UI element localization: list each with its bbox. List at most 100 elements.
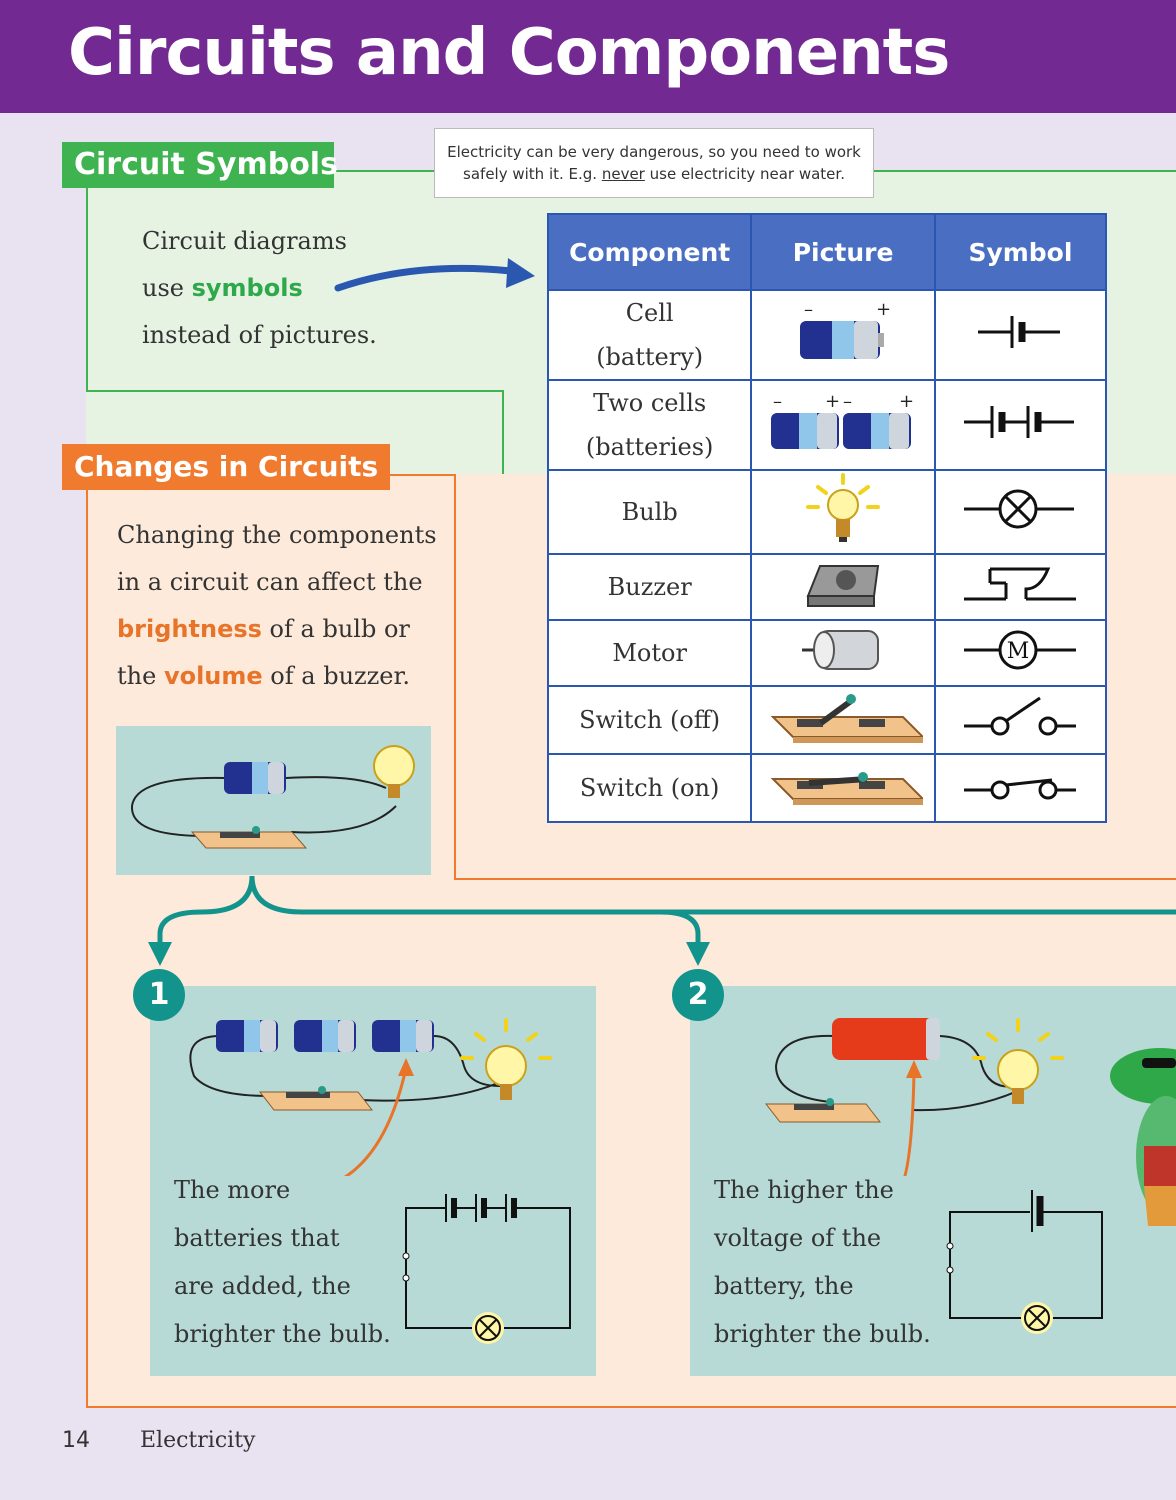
- warning-emphasis: never: [601, 165, 645, 183]
- cell-battery-icon: – +: [800, 299, 891, 359]
- base-circuit-picture: [116, 726, 431, 875]
- warning-text-b: use electricity near water.: [644, 165, 845, 183]
- three-cell-circuit-diagram: [402, 1194, 571, 1344]
- blue-arrow-icon: [334, 258, 535, 292]
- caption-line: brighter the bulb.: [714, 1320, 931, 1348]
- example2-panel: The higher the voltage of the battery, t…: [690, 986, 1176, 1376]
- safety-warning: Electricity can be very dangerous, so yo…: [434, 128, 874, 198]
- header-picture: Picture: [750, 213, 936, 291]
- warning-line1: Electricity can be very dangerous, so yo…: [447, 143, 861, 161]
- plus-sign: +: [876, 299, 891, 320]
- cell-battery-picture: – +: [750, 289, 936, 381]
- step-1-badge: 1: [133, 969, 185, 1021]
- components-table: Component Picture Symbol Cell (battery) …: [546, 213, 1108, 823]
- symbols-intro: Circuit diagrams use symbols instead of …: [142, 218, 377, 359]
- three-battery-circuit-icon: [189, 1018, 552, 1194]
- section-label: Electricity: [140, 1428, 256, 1453]
- orange-border-top: [390, 474, 456, 476]
- page-title: Circuits and Components: [68, 16, 950, 90]
- table-row: Buzzer: [546, 553, 1108, 621]
- bulb-icon: [806, 473, 881, 542]
- component-name: Buzzer: [546, 553, 753, 621]
- brightness-keyword: brightness: [117, 615, 262, 643]
- component-name: Switch (off): [546, 685, 753, 755]
- header-symbol: Symbol: [933, 213, 1108, 291]
- high-voltage-circuit-icon: [764, 1018, 1064, 1193]
- two-cells-symbol: [933, 379, 1108, 471]
- motor-icon: [802, 630, 880, 670]
- crocodile-mascot-icon: [1110, 1048, 1176, 1226]
- switch-on-symbol: [933, 753, 1108, 823]
- changes-heading: Changes in Circuits: [62, 444, 390, 490]
- changes-line4-text-b: of a buzzer.: [262, 662, 410, 690]
- table-row: Switch (on): [546, 753, 1108, 823]
- green-border-top-1: [334, 170, 434, 172]
- intro-line1: Circuit diagrams: [142, 227, 347, 255]
- motor-symbol-icon: M: [964, 630, 1077, 670]
- bulb-picture: [750, 469, 936, 555]
- changes-line3: brightness of a bulb or: [117, 606, 437, 653]
- green-border-left: [86, 170, 88, 392]
- changes-line4: the volume of a buzzer.: [117, 653, 437, 700]
- caption-line: are added, the: [174, 1272, 351, 1300]
- orange-border-step: [454, 878, 1176, 880]
- component-name: Two cells (batteries): [546, 379, 753, 471]
- switch-off-icon: [770, 694, 926, 743]
- component-name: Switch (on): [546, 753, 753, 823]
- intro-line3: instead of pictures.: [142, 321, 377, 349]
- buzzer-picture: [750, 553, 936, 621]
- switch-on-symbol-icon: [964, 778, 1077, 800]
- changes-line3-text: of a bulb or: [261, 615, 410, 643]
- table-row: Two cells (batteries) – + – +: [546, 379, 1108, 471]
- orange-border-left: [86, 474, 88, 1408]
- single-cell-circuit-diagram: [946, 1190, 1103, 1334]
- changes-line1: Changing the components: [117, 521, 437, 549]
- teal-branch-connector: [148, 875, 1176, 966]
- table-row: Cell (battery) – +: [546, 289, 1108, 381]
- table-row: Switch (off): [546, 685, 1108, 755]
- orange-border-bottom: [86, 1406, 1176, 1408]
- changes-intro: Changing the components in a circuit can…: [117, 512, 437, 700]
- motor-picture: [750, 619, 936, 687]
- changes-line2: in a circuit can affect the: [117, 568, 423, 596]
- caption-line: The higher the: [714, 1176, 894, 1204]
- cell-symbol-icon: [978, 316, 1061, 348]
- caption-line: batteries that: [174, 1224, 340, 1252]
- minus-sign: –: [773, 391, 782, 412]
- component-name: Bulb: [546, 469, 753, 555]
- warning-text-a: safely with it. E.g.: [463, 165, 602, 183]
- circuit-symbols-heading: Circuit Symbols: [62, 142, 338, 188]
- orange-border-right: [454, 474, 456, 880]
- switch-off-symbol-icon: [964, 696, 1077, 736]
- motor-letter: M: [1007, 639, 1030, 664]
- table-header-row: Component Picture Symbol: [546, 213, 1108, 291]
- header-component: Component: [546, 213, 753, 291]
- example1-panel: The more batteries that are added, the b…: [150, 986, 596, 1376]
- intro-line2: use symbols: [142, 265, 377, 312]
- two-cells-symbol-icon: [964, 406, 1075, 438]
- minus-sign: –: [843, 391, 852, 412]
- cell-symbol: [933, 289, 1108, 381]
- buzzer-symbol: [933, 553, 1108, 621]
- plus-sign: +: [899, 391, 914, 412]
- simple-circuit-icon: [130, 745, 415, 849]
- symbols-keyword: symbols: [191, 274, 303, 302]
- switch-off-symbol: [933, 685, 1108, 755]
- green-border-top-2: [874, 170, 1176, 172]
- bulb-symbol: [933, 469, 1108, 555]
- table-row: Motor M: [546, 619, 1108, 687]
- changes-line4-text-a: the: [117, 662, 164, 690]
- caption-line: battery, the: [714, 1272, 854, 1300]
- table-row: Bulb: [546, 469, 1108, 555]
- caption-line: voltage of the: [714, 1224, 882, 1252]
- title-bar: [0, 0, 1176, 113]
- example2-caption: The higher the voltage of the battery, t…: [714, 1166, 931, 1358]
- example1-caption: The more batteries that are added, the b…: [174, 1166, 391, 1358]
- switch-off-picture: [750, 685, 936, 755]
- minus-sign: –: [804, 299, 813, 320]
- motor-symbol: M: [933, 619, 1108, 687]
- step-2-badge: 2: [672, 969, 724, 1021]
- volume-keyword: volume: [163, 662, 263, 690]
- buzzer-icon: [806, 565, 880, 607]
- caption-line: brighter the bulb.: [174, 1320, 391, 1348]
